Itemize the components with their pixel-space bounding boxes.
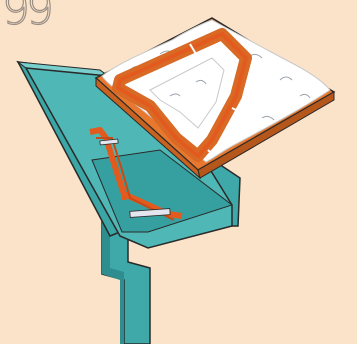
- diagram: 99: [0, 0, 357, 344]
- gutter-heating-illustration: [0, 0, 357, 344]
